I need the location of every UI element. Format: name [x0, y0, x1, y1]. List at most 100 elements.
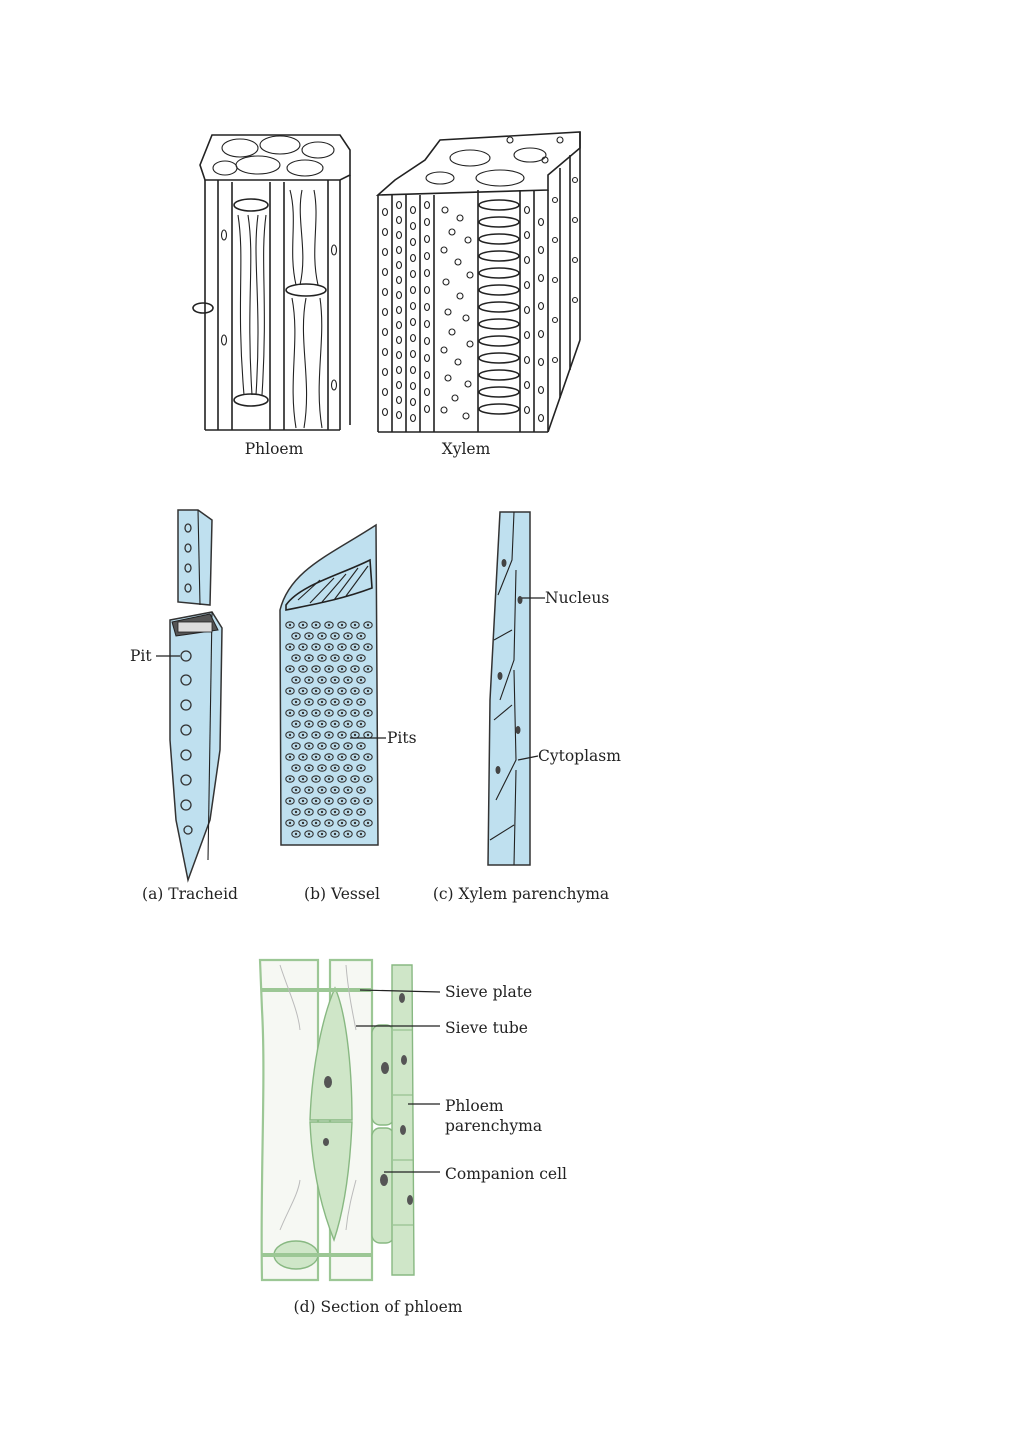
vessel-pit-aperture: [359, 656, 363, 660]
vessel-pit-aperture: [346, 744, 350, 748]
vessel-pit-aperture: [301, 733, 305, 737]
vessel-pit-aperture: [288, 689, 292, 693]
vessel-pit-aperture: [320, 744, 324, 748]
vessel-pit-aperture: [333, 832, 337, 836]
vessel-pit-aperture: [333, 634, 337, 638]
vessel-pit-aperture: [333, 700, 337, 704]
vessel-pit-aperture: [346, 722, 350, 726]
vessel-pit-aperture: [340, 711, 344, 715]
vessel-pit-aperture: [301, 755, 305, 759]
vessel-pit-aperture: [301, 777, 305, 781]
vessel-pit-aperture: [366, 755, 370, 759]
label-pits: Pits: [387, 729, 417, 747]
vessel-pit-aperture: [340, 799, 344, 803]
xylem-block-drawing: [375, 131, 581, 433]
vessel-pit-aperture: [359, 832, 363, 836]
vessel-pit-aperture: [320, 722, 324, 726]
vessel-pit-aperture: [327, 821, 331, 825]
vessel-pit-aperture: [301, 689, 305, 693]
vessel-pit-aperture: [314, 733, 318, 737]
vessel-pit-aperture: [327, 623, 331, 627]
vessel-pit-aperture: [359, 766, 363, 770]
vessel-pit-aperture: [366, 821, 370, 825]
vessel-pit-aperture: [307, 810, 311, 814]
vessel-pit-aperture: [346, 810, 350, 814]
vessel-pit-aperture: [320, 832, 324, 836]
vessel-pit-aperture: [346, 656, 350, 660]
vessel-pit-aperture: [288, 755, 292, 759]
vessel-pit-aperture: [320, 678, 324, 682]
vessel-pit-aperture: [288, 667, 292, 671]
label-phloem-parenchyma-line1: Phloem: [445, 1097, 504, 1115]
vessel-pit-aperture: [314, 711, 318, 715]
vessel-pit-aperture: [320, 766, 324, 770]
vessel-pit-aperture: [333, 678, 337, 682]
vessel-pit-aperture: [340, 755, 344, 759]
vessel-pit-aperture: [294, 656, 298, 660]
vessel-pit-aperture: [314, 755, 318, 759]
label-pit: Pit: [130, 647, 152, 665]
vessel-pit-aperture: [340, 667, 344, 671]
vessel-pit-aperture: [288, 777, 292, 781]
vessel-pit-aperture: [301, 623, 305, 627]
tracheid-drawing: [169, 509, 223, 883]
vessel-pit-aperture: [294, 744, 298, 748]
vessel-pit-aperture: [314, 821, 318, 825]
vessel-pit-aperture: [320, 634, 324, 638]
phloem-section-drawing: [258, 958, 415, 1282]
vessel-pit-aperture: [359, 678, 363, 682]
vessel-pit-aperture: [366, 777, 370, 781]
vessel-pit-aperture: [366, 733, 370, 737]
vessel-pit-aperture: [307, 634, 311, 638]
vessel-pit-aperture: [320, 788, 324, 792]
vessel-pit-aperture: [340, 623, 344, 627]
vessel-pit-aperture: [353, 689, 357, 693]
vessel-pit-aperture: [314, 799, 318, 803]
vessel-pit-aperture: [288, 821, 292, 825]
vessel-pit-aperture: [359, 810, 363, 814]
vessel-pit-aperture: [366, 667, 370, 671]
vessel-pit-aperture: [327, 755, 331, 759]
vessel-pit-aperture: [307, 656, 311, 660]
label-nucleus: Nucleus: [545, 589, 609, 607]
vessel-pit-aperture: [346, 788, 350, 792]
caption-tracheid: (a) Tracheid: [142, 885, 238, 903]
vessel-pit-aperture: [366, 711, 370, 715]
vessel-pit-aperture: [307, 766, 311, 770]
vessel-pit-aperture: [294, 700, 298, 704]
vessel-pit-aperture: [294, 634, 298, 638]
vessel-pit-aperture: [353, 777, 357, 781]
caption-section-of-phloem: (d) Section of phloem: [294, 1298, 463, 1316]
vessel-pit-aperture: [359, 722, 363, 726]
vessel-pit-aperture: [314, 667, 318, 671]
vessel-pit-aperture: [333, 744, 337, 748]
vessel-pit-aperture: [301, 667, 305, 671]
vessel-pit-aperture: [327, 645, 331, 649]
vessel-pit-aperture: [327, 667, 331, 671]
vessel-pit-aperture: [307, 722, 311, 726]
vessel-pit-aperture: [327, 689, 331, 693]
vessel-pit-aperture: [346, 832, 350, 836]
vessel-pit-aperture: [327, 733, 331, 737]
vessel-pit-aperture: [340, 733, 344, 737]
vessel-pit-aperture: [320, 700, 324, 704]
vessel-pit-aperture: [346, 766, 350, 770]
vessel-pit-aperture: [346, 700, 350, 704]
phloem-block-drawing: [192, 134, 351, 431]
vessel-pit-aperture: [333, 788, 337, 792]
vessel-pit-aperture: [353, 799, 357, 803]
vessel-pit-aperture: [288, 623, 292, 627]
vessel-pit-aperture: [333, 810, 337, 814]
vessel-pit-aperture: [359, 634, 363, 638]
vessel-pits: [285, 621, 373, 838]
tracheid-pits: [180, 523, 193, 835]
vessel-pit-aperture: [301, 821, 305, 825]
vessel-pit-aperture: [314, 777, 318, 781]
vessel-pit-aperture: [353, 733, 357, 737]
caption-xylem-parenchyma: (c) Xylem parenchyma: [433, 885, 609, 903]
vessel-pit-aperture: [359, 700, 363, 704]
vessel-pit-aperture: [288, 711, 292, 715]
vessel-drawing: [279, 523, 379, 846]
label-cytoplasm: Cytoplasm: [538, 747, 621, 765]
